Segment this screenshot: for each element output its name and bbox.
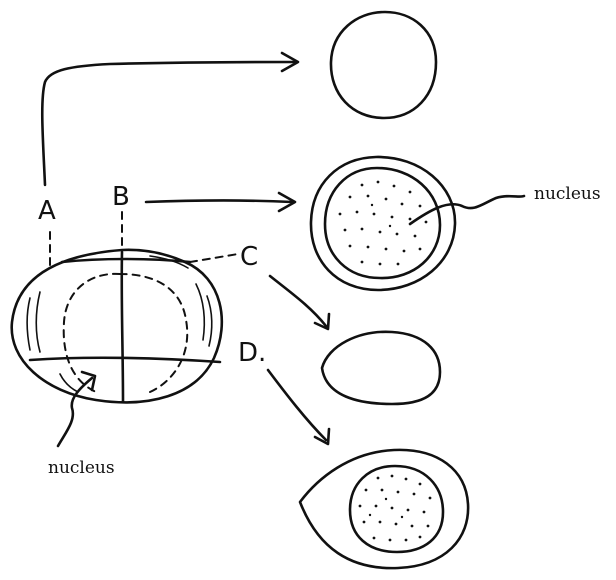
nucleus-pointer-left bbox=[58, 378, 92, 446]
label-c: C bbox=[240, 242, 258, 272]
arrow-b bbox=[146, 201, 292, 203]
label-b: B bbox=[112, 182, 130, 212]
nucleus-label-right: nucleus bbox=[534, 184, 601, 204]
section-a-circle bbox=[331, 12, 436, 118]
section-d-nucleus-dots bbox=[359, 475, 432, 542]
arrow-a bbox=[42, 62, 296, 185]
cut-line-c-horizontal bbox=[62, 259, 190, 262]
section-d bbox=[300, 450, 468, 568]
egg-nucleus-outline bbox=[64, 274, 188, 392]
section-b-nucleus-dots bbox=[339, 181, 428, 266]
egg-body bbox=[12, 250, 222, 403]
cut-line-b-vertical bbox=[122, 252, 123, 402]
label-a: A bbox=[38, 196, 56, 226]
nucleus-pointer-right bbox=[410, 196, 524, 224]
leader-c bbox=[190, 254, 238, 262]
arrow-d bbox=[268, 370, 326, 440]
cut-line-d-horizontal bbox=[30, 358, 220, 362]
nucleus-label-left: nucleus bbox=[48, 458, 115, 478]
label-d: D. bbox=[238, 338, 266, 368]
section-b bbox=[311, 157, 455, 290]
section-c-oval bbox=[322, 332, 440, 404]
arrow-c bbox=[270, 276, 326, 326]
